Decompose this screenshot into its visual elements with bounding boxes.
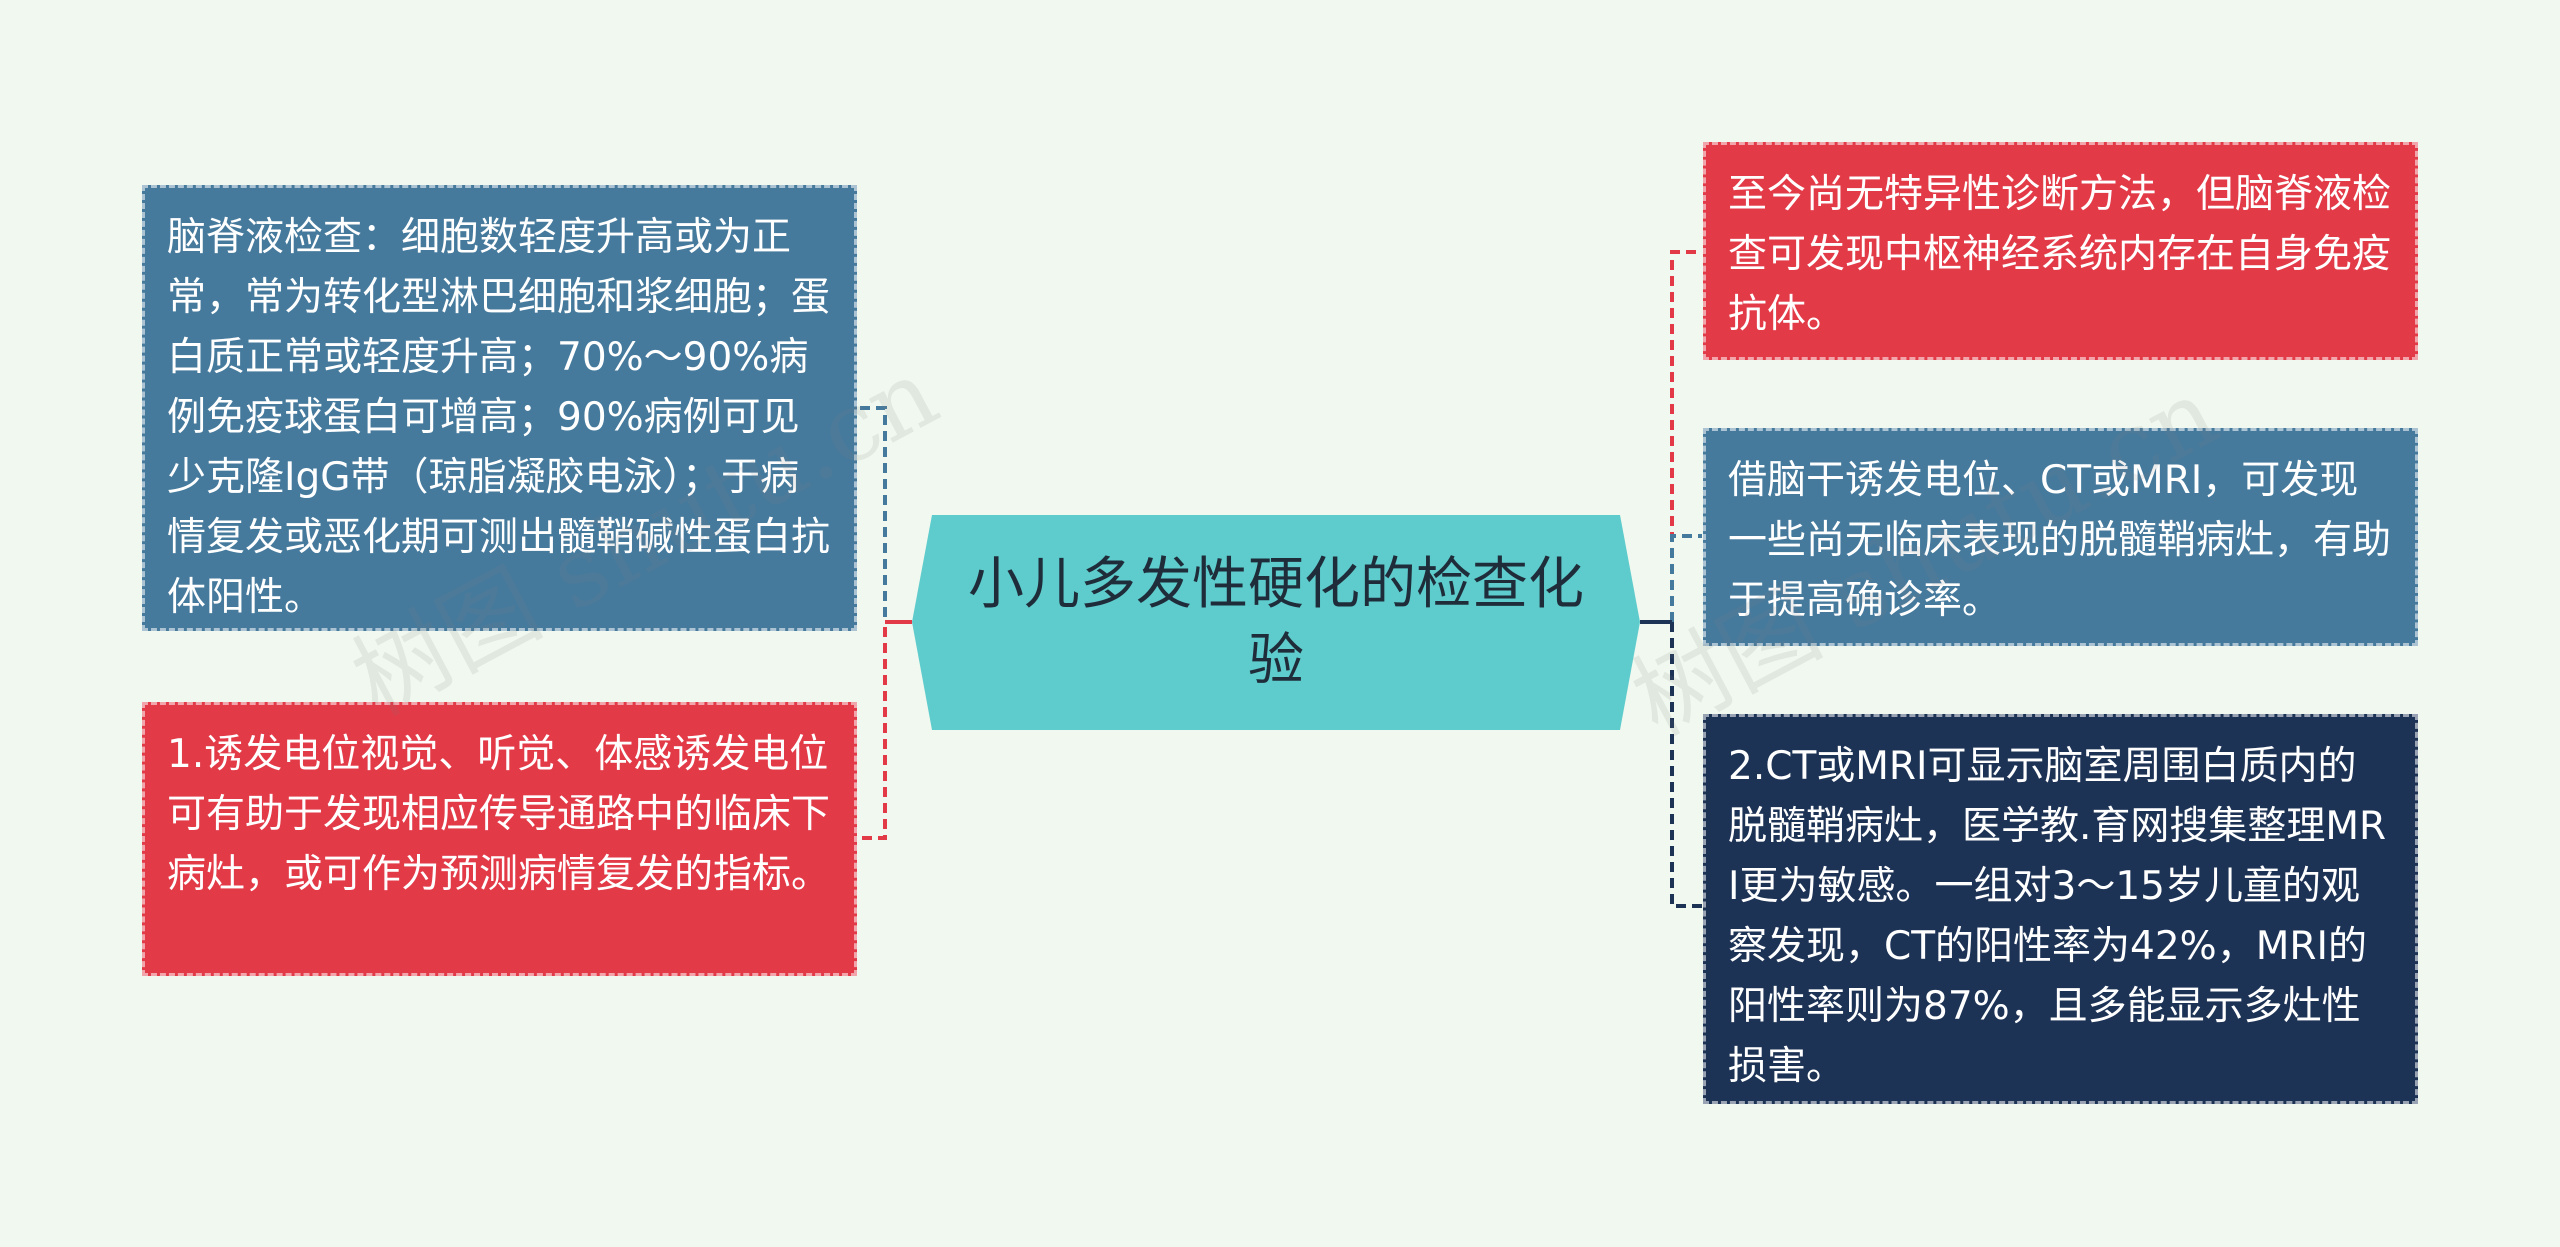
connector-right-blue xyxy=(1640,534,1702,624)
node-no-specific-method-text: 至今尚无特异性诊断方法，但脑脊液检查可发现中枢神经系统内存在自身免疫抗体。 xyxy=(1728,172,2392,337)
node-no-specific-method[interactable]: 至今尚无特异性诊断方法，但脑脊液检查可发现中枢神经系统内存在自身免疫抗体。 xyxy=(1703,142,2418,360)
node-evoked-potential-text: 1.诱发电位视觉、听觉、体感诱发电位可有助于发现相应传导通路中的临床下病灶，或可… xyxy=(167,732,831,897)
connector-right-navy xyxy=(1640,620,1702,908)
node-brainstem-evoked[interactable]: 借脑干诱发电位、CT或MRI，可发现一些尚无临床表现的脱髓鞘病灶，有助于提高确诊… xyxy=(1703,428,2418,646)
connector-left-red xyxy=(858,620,912,840)
center-hexagon-shape xyxy=(912,515,1640,730)
node-ct-mri-text: 2.CT或MRI可显示脑室周围白质内的脱髓鞘病灶，医学教.育网搜集整理MRI更为… xyxy=(1728,744,2387,1089)
node-brainstem-evoked-text: 借脑干诱发电位、CT或MRI，可发现一些尚无临床表现的脱髓鞘病灶，有助于提高确诊… xyxy=(1728,458,2392,623)
node-evoked-potential[interactable]: 1.诱发电位视觉、听觉、体感诱发电位可有助于发现相应传导通路中的临床下病灶，或可… xyxy=(142,702,857,976)
node-csf-exam[interactable]: 脑脊液检查：细胞数轻度升高或为正常，常为转化型淋巴细胞和浆细胞；蛋白质正常或轻度… xyxy=(142,185,857,631)
center-topic[interactable]: 小儿多发性硬化的检查化验 xyxy=(912,515,1640,730)
node-ct-mri[interactable]: 2.CT或MRI可显示脑室周围白质内的脱髓鞘病灶，医学教.育网搜集整理MRI更为… xyxy=(1703,714,2418,1104)
center-title: 小儿多发性硬化的检查化验 xyxy=(968,551,1584,693)
connector-left-blue xyxy=(858,406,912,624)
node-csf-exam-text: 脑脊液检查：细胞数轻度升高或为正常，常为转化型淋巴细胞和浆细胞；蛋白质正常或轻度… xyxy=(167,215,831,620)
